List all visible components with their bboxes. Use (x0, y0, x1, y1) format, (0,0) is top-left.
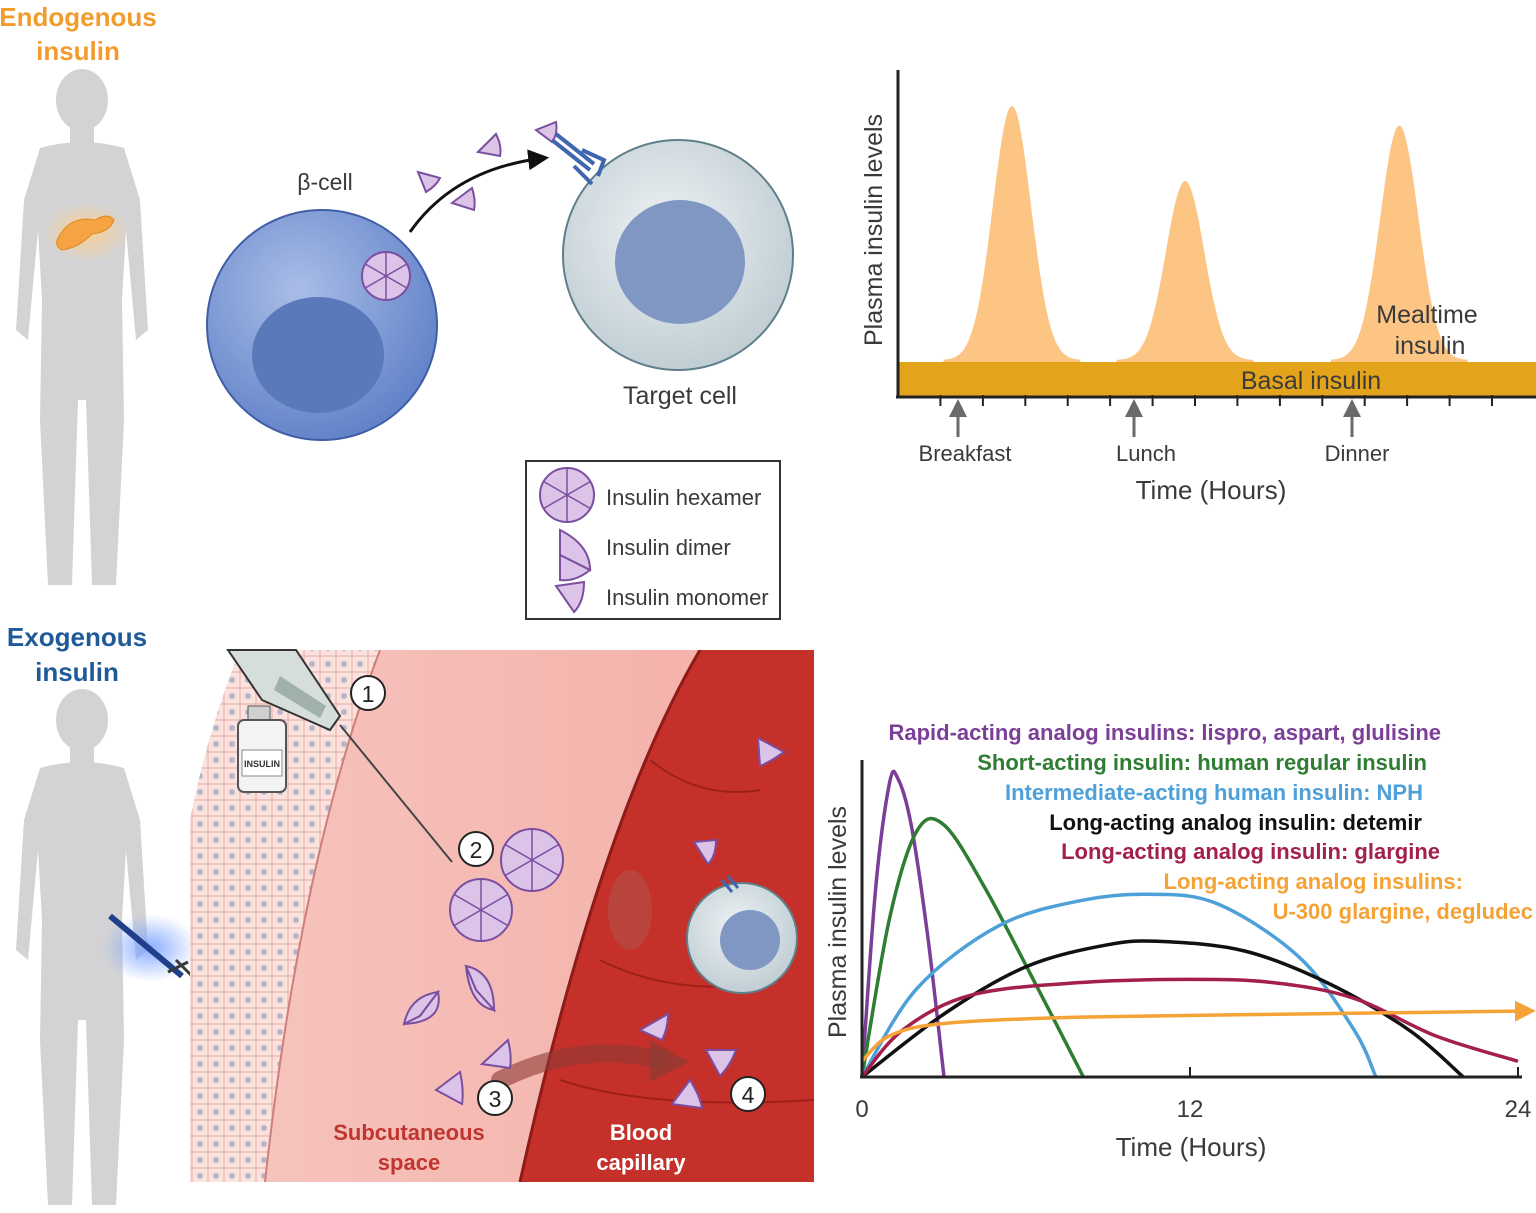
series-line-rapid (860, 769, 946, 1078)
beta-cell-nucleus (252, 297, 384, 413)
series-label-glargine: Long-acting analog insulin: glargine (1061, 839, 1440, 864)
svg-text:2: 2 (470, 837, 483, 863)
series-line-intermediate (860, 892, 1378, 1078)
chart2-x-tick-label: 12 (1177, 1096, 1204, 1123)
chart1-x-label: Time (Hours) (1136, 475, 1287, 505)
svg-text:1: 1 (362, 681, 375, 707)
chart2-series (860, 769, 1536, 1079)
legend-monomer-icon (554, 580, 586, 614)
insulin-receptor-icon (550, 132, 607, 186)
mealtime-peak-1 (943, 105, 1081, 397)
beta-cell-hexamer-icon (361, 251, 411, 301)
legend-label-monomer: Insulin monomer (606, 585, 769, 610)
lunch-marker: Lunch (1116, 399, 1176, 466)
syringe-icon (226, 649, 453, 863)
breakfast-label: Breakfast (919, 441, 1012, 466)
chart2-y-label: Plasma insulin levels (824, 806, 852, 1038)
mealtime-label-line2: insulin (1395, 332, 1466, 360)
mealtime-peak-2 (1116, 180, 1254, 396)
series-label-ultra-long-line2: U-300 glargine, degludec (1273, 899, 1533, 924)
beta-cell-label: β-cell (297, 169, 352, 195)
mini-syringe-icon (108, 913, 194, 979)
exogenous-title-line1: Exogenous (7, 622, 147, 652)
series-line-ultra-long (860, 1000, 1536, 1063)
exogenous-title-line2: insulin (35, 657, 119, 687)
series-label-rapid: Rapid-acting analog insulins: lispro, as… (888, 720, 1441, 745)
tissue-dimers (402, 964, 497, 1026)
series-label-short: Short-acting insulin: human regular insu… (977, 750, 1427, 775)
basal-insulin-label: Basal insulin (1241, 367, 1381, 395)
legend: Insulin hexamer Insulin dimer Insulin mo… (525, 460, 781, 620)
endogenous-title-line1: Endogenous (0, 2, 157, 32)
step-2-badge: 2 (458, 831, 494, 867)
tissue-hexamers (449, 828, 564, 942)
absorption-arrow (491, 1044, 669, 1089)
series-line-short (860, 816, 1085, 1078)
dinner-marker: Dinner (1325, 399, 1390, 466)
basal-insulin-band (898, 362, 1536, 396)
human-silhouette-bottom-icon (16, 689, 148, 1205)
monomer-icon (449, 186, 476, 212)
legend-label-hexamer: Insulin hexamer (606, 485, 761, 510)
breakfast-marker: Breakfast (919, 399, 1012, 466)
target-cell-label: Target cell (623, 382, 737, 410)
series-label-intermediate: Intermediate-acting human insulin: NPH (1005, 780, 1423, 805)
dinner-label: Dinner (1325, 441, 1390, 466)
step-1-badge: 1 (350, 675, 386, 711)
lunch-label: Lunch (1116, 441, 1176, 466)
human-silhouette-top-icon (16, 69, 148, 585)
vial-label: INSULIN (244, 759, 280, 769)
capillary-label-line1: Blood (610, 1120, 672, 1145)
chart2-x-tick-label: 24 (1505, 1096, 1532, 1123)
chart1-y-label: Plasma insulin levels (860, 114, 888, 346)
chart1-peaks (943, 105, 1468, 397)
mealtime-peak-3 (1330, 125, 1468, 397)
capillary-label-line2: capillary (596, 1150, 686, 1175)
svg-text:3: 3 (489, 1086, 502, 1112)
basal-bolus-chart: Basal insulin Mealtime insulin Plasma in… (860, 70, 1536, 505)
tissue-monomers (434, 736, 786, 1110)
chart2-x-tick-label: 0 (855, 1096, 868, 1123)
subcutaneous-label-line1: Subcutaneous (333, 1120, 485, 1145)
endogenous-title-line2: insulin (36, 36, 120, 66)
secretion-arrow (408, 149, 550, 233)
chart2-x-ticks: 0 12 24 (855, 1067, 1531, 1123)
step-3-badge: 3 (477, 1080, 513, 1116)
legend-hexamer-icon (539, 467, 595, 523)
series-line-detemir (860, 939, 1465, 1079)
chart1-x-ticks (939, 395, 1493, 406)
insulin-profiles-chart: 0 12 24 Plasma insulin levels Time (Hours)… (824, 720, 1536, 1162)
monomer-icon (475, 132, 502, 158)
monomer-icon (416, 170, 442, 194)
legend-label-dimer: Insulin dimer (606, 535, 731, 560)
subcutaneous-label-line2: space (378, 1150, 440, 1175)
mealtime-label-line1: Mealtime (1376, 301, 1477, 329)
series-label-ultra-long-line1: Long-acting analog insulins: (1164, 869, 1463, 894)
series-label-detemir: Long-acting analog insulin: detemir (1049, 810, 1422, 835)
step-4-badge: 4 (730, 1076, 766, 1112)
insulin-vial-icon: INSULIN (237, 705, 287, 793)
chart2-x-label: Time (Hours) (1116, 1132, 1267, 1162)
target-cell-nucleus (615, 200, 745, 324)
series-line-glargine (860, 977, 1519, 1079)
pancreas-icon (56, 215, 115, 251)
legend-dimer-icon (559, 528, 592, 582)
svg-text:4: 4 (742, 1082, 755, 1108)
floating-monomers (416, 120, 558, 212)
